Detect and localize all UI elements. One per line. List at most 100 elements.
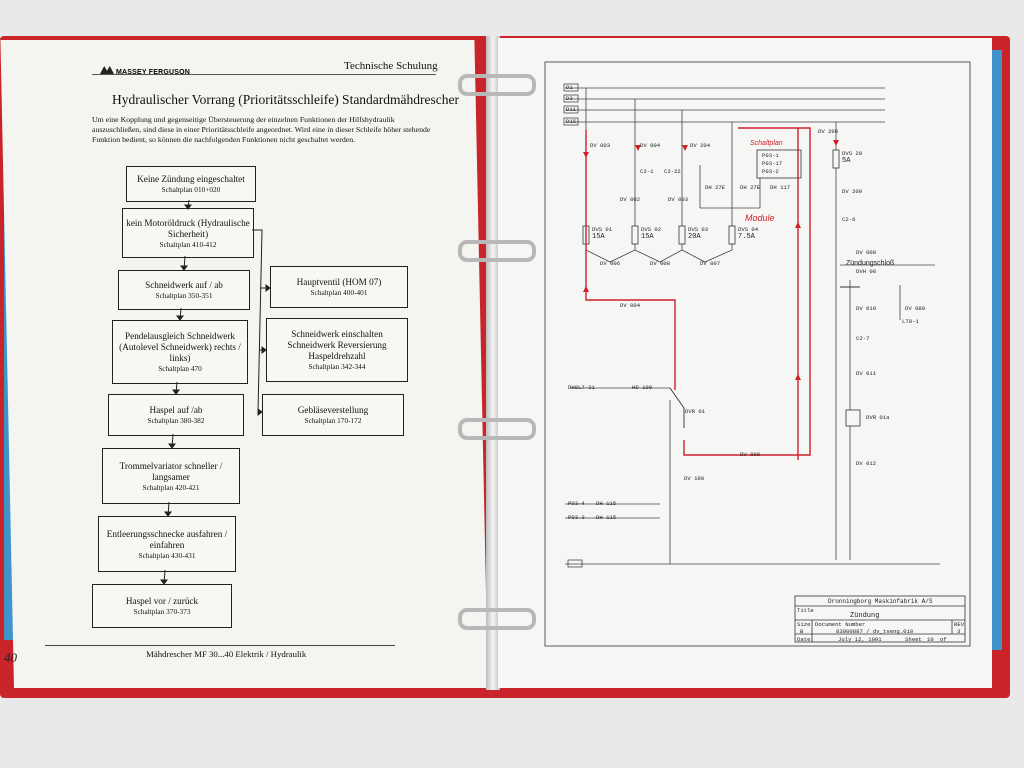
wire-label: DH 115 <box>596 514 617 521</box>
side-box: Gebläseverstellung Schaltplan 170-172 <box>262 394 404 436</box>
side-box-title: Gebläseverstellung <box>297 405 369 415</box>
footer-rule <box>45 645 395 646</box>
flow-box: Trommelvariator schneller / langsamer Sc… <box>102 448 240 504</box>
wire-label: DV 011 <box>856 370 877 377</box>
side-box-title: Schneidwerk einschalten Schneidwerk Reve… <box>287 329 387 361</box>
bus-label: D3 <box>566 95 573 102</box>
connector-label: P03-17 <box>762 160 783 167</box>
connector-label: C2-7 <box>856 335 870 342</box>
flow-box-ref: Schaltplan 410-412 <box>159 239 217 249</box>
title-block-size-label: Size <box>797 621 811 628</box>
flow-box-title: Haspel auf /ab <box>149 405 203 415</box>
wire-label: DH 27E <box>705 184 726 191</box>
flow-box-ref: Schaltplan 430-431 <box>138 550 196 560</box>
flow-box: Haspel vor / zurück Schaltplan 370-373 <box>92 584 232 628</box>
bus-label: D11 <box>566 106 577 113</box>
wire-label: DV 008 <box>856 249 877 256</box>
flow-box-ref: Schaltplan 370-373 <box>133 607 191 616</box>
flow-box-ref: Schaltplan 470 <box>158 364 202 373</box>
bus-label: D15 <box>566 118 577 125</box>
page-footer: Mähdrescher MF 30...40 Elektrik / Hydrau… <box>146 649 307 659</box>
side-box: Hauptventil (HOM 07) Schaltplan 400-401 <box>270 266 408 308</box>
connector-label: DH8L7-31 <box>568 384 595 391</box>
wire-label: DH 27E <box>740 184 761 191</box>
flow-box: kein Motoröldruck (Hydraulische Sicherhe… <box>122 208 254 258</box>
binder-ring <box>458 74 536 96</box>
flow-box-title: Entleerungsschnecke ausfahren / einfahre… <box>106 528 228 550</box>
wire-label: DV 204 <box>690 142 711 149</box>
section-header: Technische Schulung <box>344 60 438 72</box>
title-block-rev-label: REV <box>954 621 965 628</box>
connector-label: C2-22 <box>664 168 681 175</box>
side-box-ref: Schaltplan 342-344 <box>308 362 366 371</box>
relay-label: DVR 01 <box>685 408 706 415</box>
title-block-of: of <box>940 636 947 643</box>
flow-box-title: Trommelvariator schneller / langsamer <box>119 460 223 482</box>
wire-label: DV 010 <box>856 305 877 312</box>
flow-box-title: Schneidwerk auf / ab <box>145 280 223 290</box>
binder-ring <box>458 608 536 630</box>
side-box-title: Hauptventil (HOM 07) <box>296 277 382 287</box>
binder-ring <box>458 418 536 440</box>
connector-label: LT8-1 <box>902 318 919 325</box>
title-block-date-label: Date: <box>797 636 814 643</box>
title-block-title-label: Title <box>797 607 814 614</box>
connector-label: C2-6 <box>842 216 856 223</box>
wire-label: DV 004 <box>620 302 641 309</box>
flow-box-title: kein Motoröldruck (Hydraulische Sicherhe… <box>126 217 250 239</box>
connector-label: P03-2 <box>762 168 779 175</box>
flow-box-title: Pendelausgleich Schneidwerk (Autolevel S… <box>119 331 241 363</box>
title-block-docnum-label: Document Number <box>815 621 866 628</box>
page-title: Hydraulischer Vorrang (Prioritätsschleif… <box>112 92 460 107</box>
bus-label: D1 <box>566 84 573 91</box>
schematic-label: DVH 08 <box>856 268 877 275</box>
header-rule <box>92 74 436 75</box>
flow-box: Keine Zündung eingeschaltet Schaltplan 0… <box>126 166 256 202</box>
flow-box-ref: Schaltplan 380-382 <box>147 416 205 425</box>
title-block-sheet: 10 <box>927 636 934 643</box>
wire-label: DV 008 <box>740 451 761 458</box>
flow-box: Schneidwerk auf / ab Schaltplan 350-351 <box>118 270 250 310</box>
flow-box-title: Haspel vor / zurück <box>125 596 199 606</box>
title-block-rev: 3 <box>957 628 961 635</box>
wire-label: DH 117 <box>770 184 791 191</box>
flow-box: Entleerungsschnecke ausfahren / einfahre… <box>98 516 236 572</box>
wire-label: DV 006 <box>600 260 621 267</box>
wire-label: DV 008 <box>650 260 671 267</box>
right-page <box>498 38 992 688</box>
connector-label: C2-1 <box>640 168 654 175</box>
schematic-label: HD 198 <box>632 384 653 391</box>
wire-label: DH 115 <box>596 500 617 507</box>
connector-label: P03-3 <box>568 514 585 521</box>
relay-label: DVR 01a <box>866 414 890 421</box>
wire-label: DV 012 <box>856 460 877 467</box>
wire-label: DV 080 <box>905 305 926 312</box>
title-block-docnum: 83000887 / dv_tseng.010 <box>836 628 914 635</box>
brand-name: MASSEY FERGUSON <box>116 69 191 76</box>
title-block-sheet-label: Sheet <box>905 636 922 643</box>
wire-label: DV 200 <box>818 128 839 135</box>
wire-label: DV 003 <box>668 196 689 203</box>
title-block-company: Dronningborg Maskinfabrik A/S <box>828 598 933 605</box>
flow-box-ref: Schaltplan 420-421 <box>142 482 200 492</box>
side-box-ref: Schaltplan 170-172 <box>304 416 362 425</box>
connector-label: P03-4 <box>568 500 585 507</box>
intro-paragraph: Um eine Kopplung und gegenseitige Überst… <box>92 115 431 144</box>
flow-box-title: Keine Zündung eingeschaltet <box>137 174 245 184</box>
title-block-date: July 12, 1991 <box>838 636 882 643</box>
wire-label: DV 003 <box>590 142 611 149</box>
side-box-ref: Schaltplan 400-401 <box>310 288 368 297</box>
binder-spine <box>486 36 500 690</box>
binder-ring <box>458 240 536 262</box>
side-box: Schneidwerk einschalten Schneidwerk Reve… <box>266 318 408 382</box>
wire-label: DV 209 <box>842 188 863 195</box>
ignition-lock-label: Zündungschloß <box>846 260 895 267</box>
connector-label: P03-1 <box>762 152 779 159</box>
handwritten-page-number: 40 <box>4 650 17 665</box>
wire-label: DV 004 <box>640 142 661 149</box>
